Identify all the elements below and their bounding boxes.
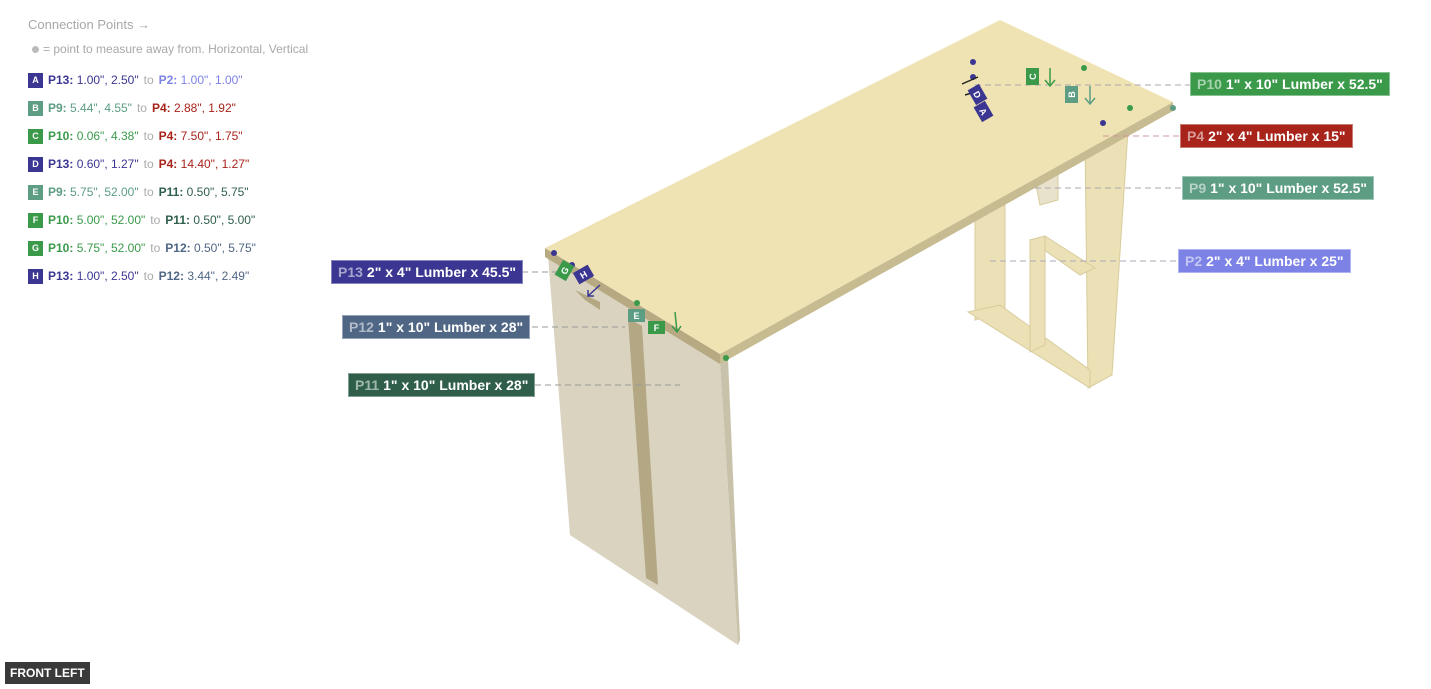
to-text: to: [143, 129, 154, 143]
to-text: to: [143, 269, 154, 283]
to-part: P12: 3.44", 2.49": [158, 269, 250, 283]
connection-points-panel: Connection Points → = point to measure a…: [28, 17, 308, 290]
from-part: P13: 0.60", 1.27": [48, 157, 139, 171]
connection-row[interactable]: G P10: 5.75", 52.00" to P12: 0.50", 5.75…: [28, 234, 308, 262]
connection-row[interactable]: E P9: 5.75", 52.00" to P11: 0.50", 5.75": [28, 178, 308, 206]
to-part: P12: 0.50", 5.75": [165, 241, 256, 255]
to-part: P2: 1.00", 1.00": [158, 73, 243, 87]
to-text: to: [150, 213, 161, 227]
connection-row[interactable]: B P9: 5.44", 4.55" to P4: 2.88", 1.92": [28, 94, 308, 122]
legend-text: = point to measure away from. Horizontal…: [43, 42, 309, 56]
to-part: P4: 2.88", 1.92": [151, 101, 236, 115]
from-part: P9: 5.44", 4.55": [48, 101, 132, 115]
to-part: P4: 7.50", 1.75": [158, 129, 243, 143]
to-text: to: [143, 185, 154, 199]
from-part: P10: 5.00", 52.00": [48, 213, 146, 227]
to-text: to: [143, 157, 154, 171]
marker-f[interactable]: F: [648, 321, 665, 334]
connection-letter-badge: C: [28, 128, 43, 144]
connection-letter-badge: A: [28, 72, 43, 88]
to-text: to: [150, 241, 161, 255]
connection-row[interactable]: A P13: 1.00", 2.50" to P2: 1.00", 1.00": [28, 66, 308, 94]
marker-b[interactable]: B: [1065, 86, 1078, 103]
from-part: P9: 5.75", 52.00": [48, 185, 139, 199]
marker-e[interactable]: E: [628, 309, 645, 322]
dot-icon: [32, 45, 39, 53]
from-part: P13: 1.00", 2.50": [48, 73, 139, 87]
from-part: P10: 5.75", 52.00": [48, 241, 146, 255]
panel-title[interactable]: Connection Points →: [28, 17, 151, 32]
connection-letter-badge: B: [28, 100, 43, 116]
to-text: to: [136, 101, 147, 115]
connection-letter-badge: H: [28, 268, 43, 284]
back-leg-frame: [966, 129, 1129, 389]
marker-c[interactable]: C: [1026, 68, 1039, 85]
to-part: P11: 0.50", 5.75": [158, 185, 249, 199]
arrows: [587, 68, 1096, 334]
legend: = point to measure away from. Horizontal…: [32, 42, 308, 56]
connection-letter-badge: G: [28, 240, 43, 256]
connection-row[interactable]: D P13: 0.60", 1.27" to P4: 14.40", 1.27": [28, 150, 308, 178]
connection-list: A P13: 1.00", 2.50" to P2: 1.00", 1.00"B…: [28, 66, 308, 290]
leader-lines: [522, 84, 1190, 386]
connection-row[interactable]: H P13: 1.00", 2.50" to P12: 3.44", 2.49": [28, 262, 308, 290]
view-label[interactable]: FRONT LEFT: [5, 662, 90, 684]
to-text: to: [143, 73, 154, 87]
from-part: P10: 0.06", 4.38": [48, 129, 139, 143]
to-part: P4: 14.40", 1.27": [158, 157, 250, 171]
to-part: P11: 0.50", 5.00": [165, 213, 256, 227]
connection-row[interactable]: F P10: 5.00", 52.00" to P11: 0.50", 5.00…: [28, 206, 308, 234]
connection-letter-badge: D: [28, 156, 43, 172]
from-part: P13: 1.00", 2.50": [48, 269, 139, 283]
connection-letter-badge: F: [28, 212, 43, 228]
connection-letter-badge: E: [28, 184, 43, 200]
connection-row[interactable]: C P10: 0.06", 4.38" to P4: 7.50", 1.75": [28, 122, 308, 150]
